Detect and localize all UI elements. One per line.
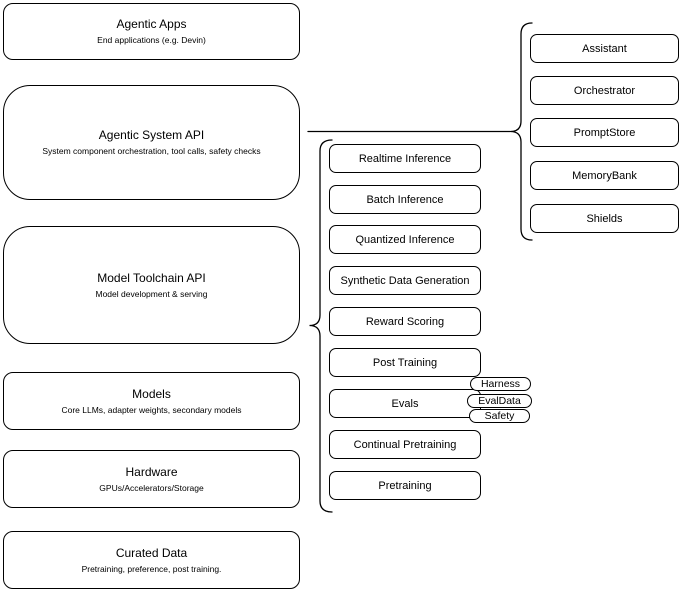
node-title: Models — [132, 386, 171, 401]
tag-harness: Harness — [470, 377, 531, 391]
node-model-toolchain-api: Model Toolchain API Model development & … — [3, 226, 300, 344]
node-title: Agentic System API — [98, 128, 205, 142]
node-title: Agentic Apps — [116, 17, 187, 31]
node-shields: Shields — [530, 204, 679, 233]
node-title: Hardware — [125, 464, 178, 479]
node-agentic-apps: Agentic Apps End applications (e.g. Devi… — [3, 3, 300, 60]
node-curated-data: Curated Data Pretraining, preference, po… — [3, 531, 300, 589]
node-subtitle: End applications (e.g. Devin) — [97, 35, 206, 45]
toolchain-group-brace — [309, 139, 333, 513]
node-memorybank: MemoryBank — [530, 161, 679, 190]
node-subtitle: Pretraining, preference, post training. — [81, 563, 222, 574]
node-assistant: Assistant — [530, 34, 679, 63]
node-subtitle: System component orchestration, tool cal… — [42, 146, 261, 156]
tag-safety: Safety — [469, 409, 530, 423]
node-synthetic-data-generation: Synthetic Data Generation — [329, 266, 481, 295]
system-group-brace — [510, 22, 533, 241]
node-reward-scoring: Reward Scoring — [329, 307, 481, 336]
node-continual-pretraining: Continual Pretraining — [329, 430, 481, 459]
node-batch-inference: Batch Inference — [329, 185, 481, 214]
node-subtitle: GPUs/Accelerators/Storage — [99, 482, 204, 493]
node-promptstore: PromptStore — [530, 118, 679, 147]
node-agentic-system-api: Agentic System API System component orch… — [3, 85, 300, 200]
node-title: Model Toolchain API — [97, 270, 206, 285]
node-post-training: Post Training — [329, 348, 481, 377]
node-pretraining: Pretraining — [329, 471, 481, 500]
node-subtitle: Model development & serving — [95, 288, 208, 299]
node-evals: Evals — [329, 389, 481, 418]
node-realtime-inference: Realtime Inference — [329, 144, 481, 173]
tag-evaldata: EvalData — [467, 394, 532, 408]
node-subtitle: Core LLMs, adapter weights, secondary mo… — [61, 404, 242, 415]
node-hardware: Hardware GPUs/Accelerators/Storage — [3, 450, 300, 508]
node-models: Models Core LLMs, adapter weights, secon… — [3, 372, 300, 430]
node-title: Curated Data — [115, 545, 188, 560]
node-quantized-inference: Quantized Inference — [329, 225, 481, 254]
node-orchestrator: Orchestrator — [530, 76, 679, 105]
